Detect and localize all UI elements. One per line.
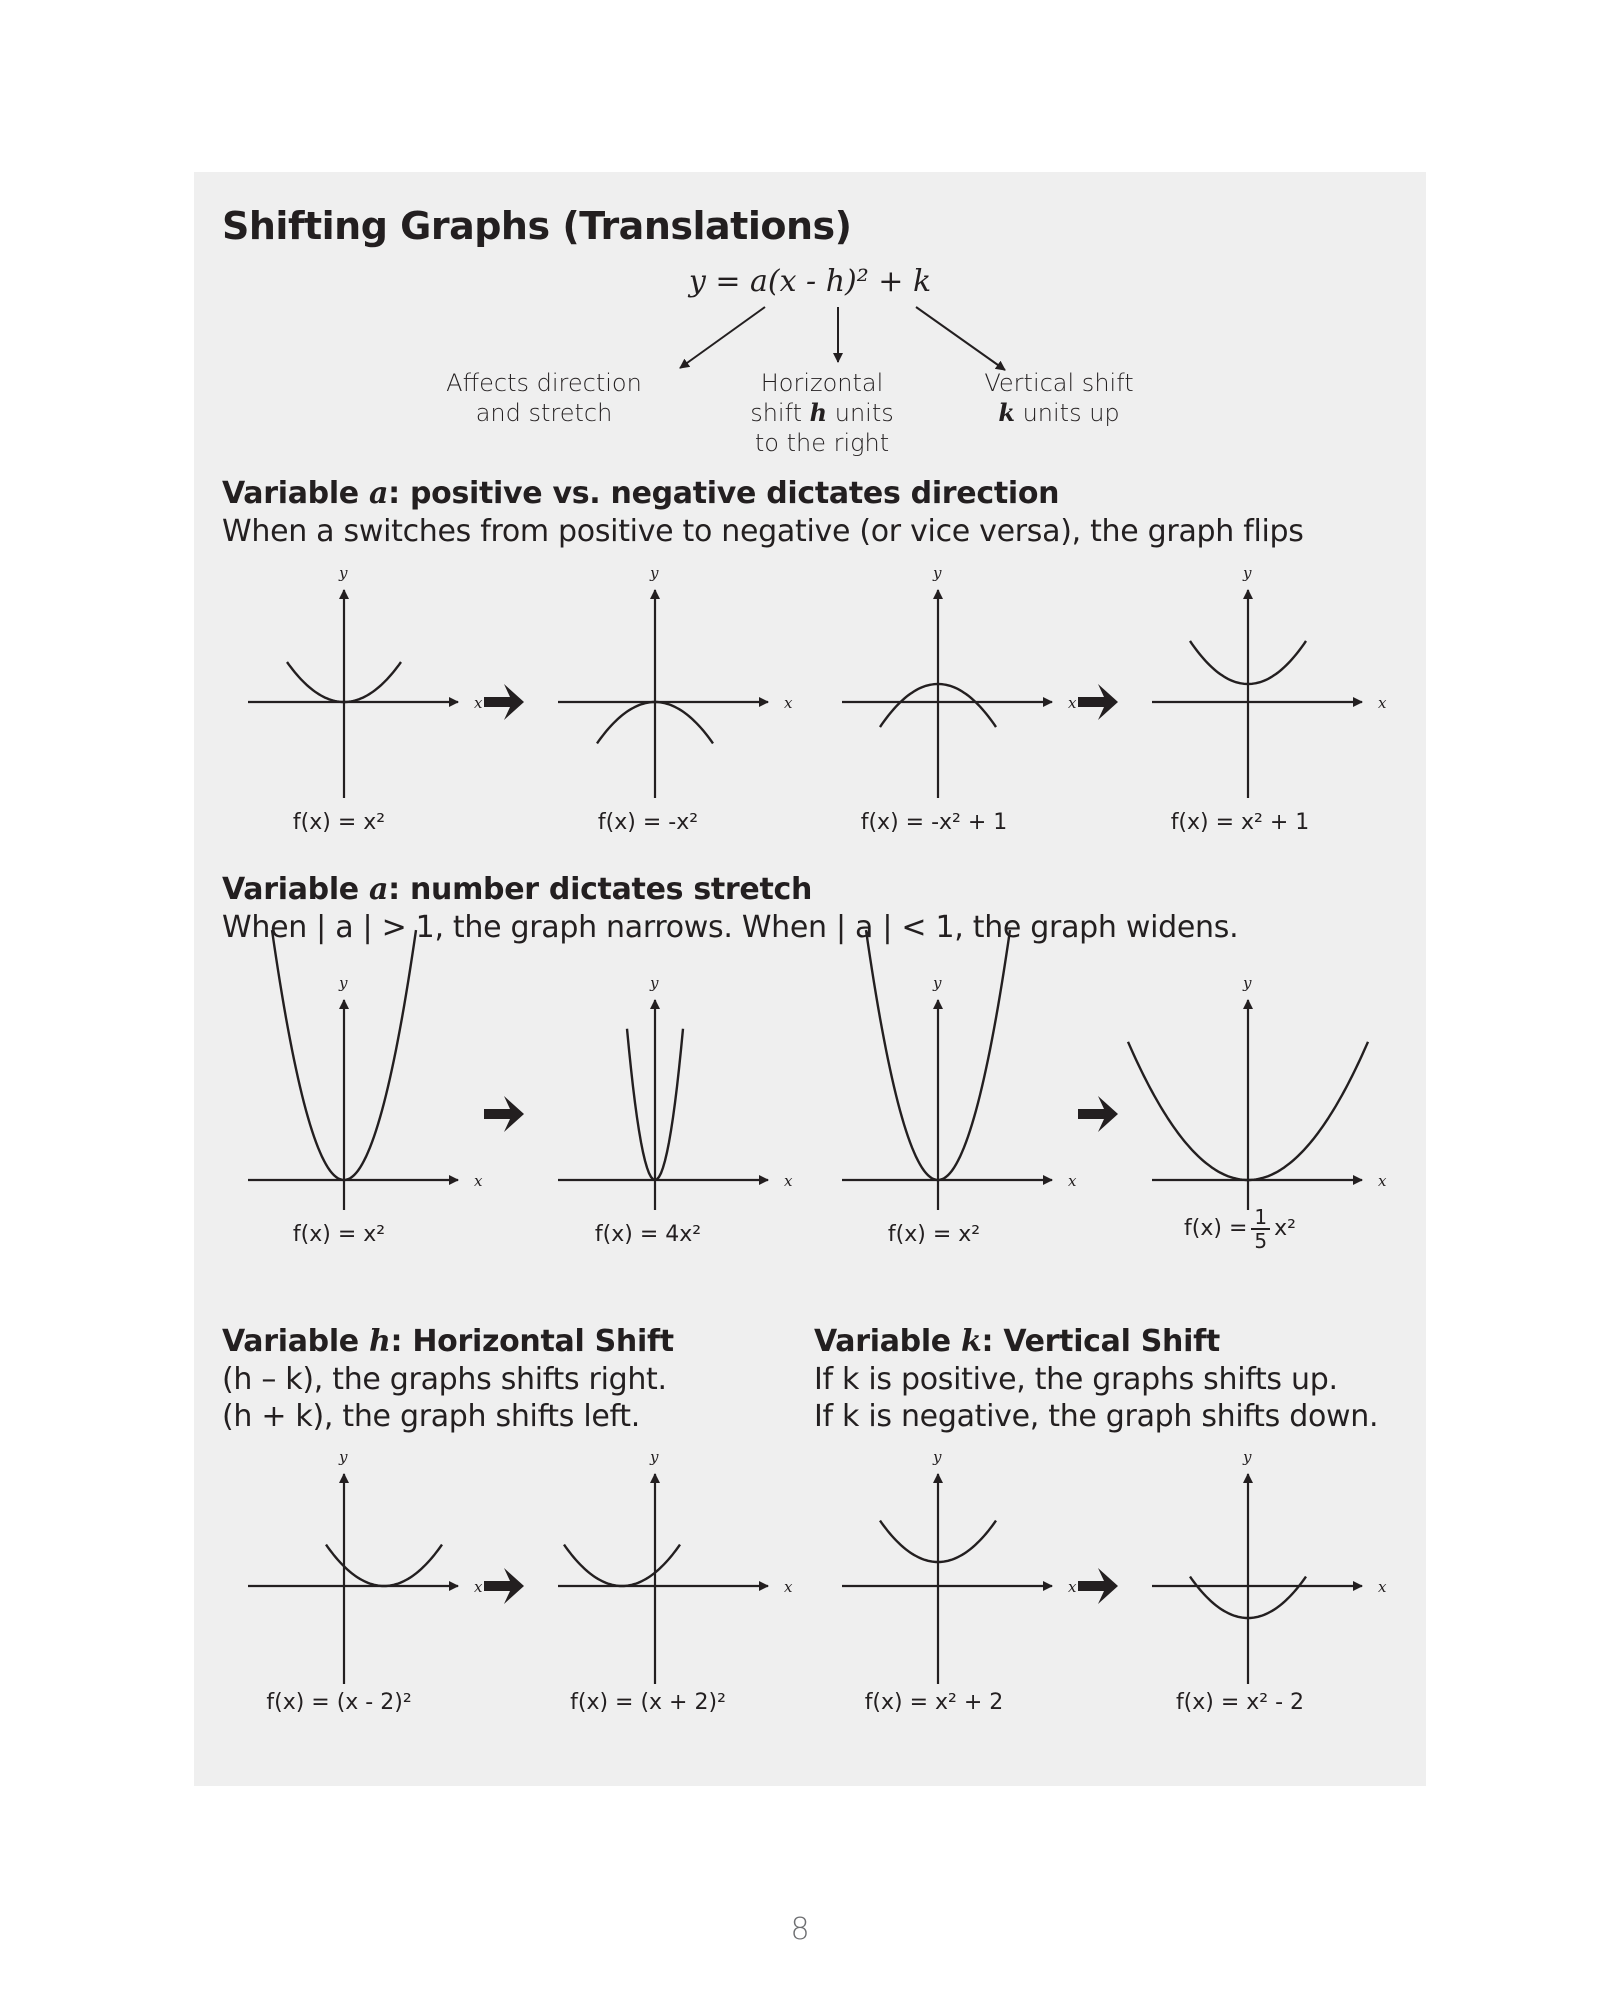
- caption-k1: f(x) = x² + 2: [864, 1690, 1004, 1715]
- section-k-line2: If k is negative, the graph shifts down.: [814, 1399, 1379, 1434]
- caption-s2: f(x) = 4x²: [594, 1222, 702, 1247]
- content-panel: Shifting Graphs (Translations) y = a(x -…: [194, 172, 1426, 1786]
- section-stretch-text: When | a | > 1, the graph narrows. When …: [222, 910, 1239, 945]
- s4-x-label: x: [1378, 1172, 1387, 1190]
- caption-h1: f(x) = (x - 2)²: [266, 1690, 412, 1715]
- curve-d2: [596, 700, 714, 745]
- curve-k1: [879, 1519, 997, 1564]
- section-direction-heading: Variable a: positive vs. negative dictat…: [222, 476, 1060, 511]
- caption-s1: f(x) = x²: [292, 1222, 386, 1247]
- page-title: Shifting Graphs (Translations): [222, 204, 852, 248]
- section-k-line1: If k is positive, the graphs shifts up.: [814, 1362, 1338, 1397]
- d3-x-label: x: [1068, 694, 1077, 712]
- caption-k2: f(x) = x² - 2: [1175, 1690, 1305, 1715]
- annotation-k: Vertical shift k units up: [984, 369, 1134, 427]
- arrow-to-a-note: [679, 306, 766, 369]
- curve-h2: [563, 1543, 681, 1588]
- curve-d3: [879, 682, 997, 728]
- h1-y-label: y: [338, 1448, 348, 1466]
- curve-h1: [325, 1543, 443, 1588]
- section-direction-text: When a switches from positive to negativ…: [222, 514, 1304, 549]
- s1-x-label: x: [474, 1172, 483, 1190]
- vertex-form-formula: y = a(x - h)² + k: [688, 264, 932, 299]
- d4-x-label: x: [1378, 694, 1387, 712]
- caption-d2: f(x) = -x²: [597, 810, 699, 835]
- curve-d1: [286, 661, 402, 704]
- annotation-h: Horizontal shift h units to the right: [750, 369, 894, 457]
- caption-d4: f(x) = x² + 1: [1170, 810, 1310, 835]
- k1-y-label: y: [932, 1448, 942, 1466]
- d1-x-label: x: [474, 694, 483, 712]
- big-arrow-s2: [1078, 1096, 1118, 1132]
- d2-y-label: y: [649, 564, 659, 582]
- s2-y-label: y: [649, 974, 659, 992]
- curve-s3: [864, 929, 1012, 1182]
- d2-x-label: x: [784, 694, 793, 712]
- arrow-to-k-note: [915, 306, 1006, 371]
- caption-s3: f(x) = x²: [887, 1222, 981, 1247]
- big-arrow-k: [1078, 1568, 1118, 1604]
- curve-s4: [1126, 1041, 1370, 1182]
- curve-s1: [270, 929, 418, 1182]
- big-arrow-d: [484, 684, 524, 720]
- k2-x-label: x: [1378, 1578, 1387, 1596]
- d3-y-label: y: [932, 564, 942, 582]
- h2-y-label: y: [649, 1448, 659, 1466]
- d1-y-label: y: [338, 564, 348, 582]
- caption-d1: f(x) = x²: [292, 810, 386, 835]
- k1-x-label: x: [1068, 1578, 1077, 1596]
- section-k-heading: Variable k: Vertical Shift: [814, 1324, 1220, 1359]
- s2-x-label: x: [784, 1172, 793, 1190]
- big-arrow-d2: [1078, 684, 1118, 720]
- big-arrow-h: [484, 1568, 524, 1604]
- s1-y-label: y: [338, 974, 348, 992]
- curve-d4: [1189, 640, 1307, 686]
- section-h-heading: Variable h: Horizontal Shift: [222, 1324, 674, 1359]
- page-number: 8: [790, 1912, 810, 1947]
- s4-y-label: y: [1242, 974, 1252, 992]
- d4-y-label: y: [1242, 564, 1252, 582]
- section-stretch-heading: Variable a: number dictates stretch: [222, 872, 813, 907]
- h2-x-label: x: [784, 1578, 793, 1596]
- section-h-line1: (h – k), the graphs shifts right.: [222, 1362, 667, 1397]
- h1-x-label: x: [474, 1578, 483, 1596]
- annotation-a: Affects direction and stretch: [446, 369, 642, 427]
- section-h-line2: (h + k), the graph shifts left.: [222, 1399, 640, 1434]
- caption-h2: f(x) = (x + 2)²: [570, 1690, 726, 1715]
- s3-x-label: x: [1068, 1172, 1077, 1190]
- curve-k2: [1189, 1575, 1307, 1620]
- curve-s2: [625, 1028, 685, 1182]
- caption-d3: f(x) = -x² + 1: [860, 810, 1008, 835]
- big-arrow-s: [484, 1096, 524, 1132]
- k2-y-label: y: [1242, 1448, 1252, 1466]
- s3-y-label: y: [932, 974, 942, 992]
